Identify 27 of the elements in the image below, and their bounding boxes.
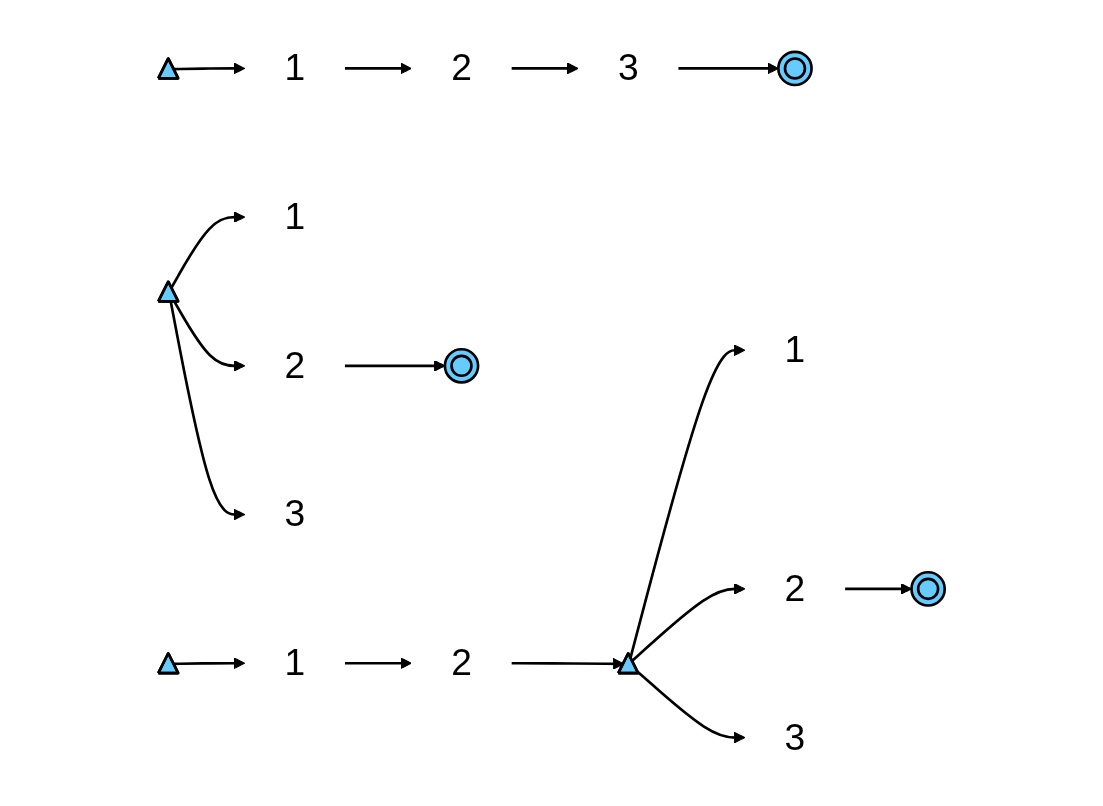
node-text: 2 xyxy=(451,47,472,89)
node-text: 1 xyxy=(784,328,806,371)
node-text: 3 xyxy=(284,493,306,535)
node-text: 1 xyxy=(284,641,306,684)
arrow xyxy=(637,670,746,744)
node-text: 2 xyxy=(784,567,806,609)
arrow xyxy=(169,301,246,521)
arrow xyxy=(173,301,246,372)
arrow xyxy=(344,62,412,75)
node-text: 3 xyxy=(784,716,806,758)
node-text: 2 xyxy=(451,641,472,684)
arrow xyxy=(511,62,579,75)
arrow xyxy=(344,657,412,670)
arrow xyxy=(629,344,746,658)
node-text: 1 xyxy=(284,195,306,238)
node-text: 2 xyxy=(284,344,306,386)
node-text: 3 xyxy=(617,47,639,89)
arrow xyxy=(678,62,779,75)
node-text: 1 xyxy=(284,47,306,89)
arrow xyxy=(631,583,746,662)
arrow xyxy=(173,62,246,75)
node-circle xyxy=(443,347,480,384)
node-circle xyxy=(910,570,947,607)
arrow xyxy=(170,211,246,289)
arrow xyxy=(173,657,246,670)
arrow xyxy=(344,360,446,372)
node-circle xyxy=(777,50,813,87)
